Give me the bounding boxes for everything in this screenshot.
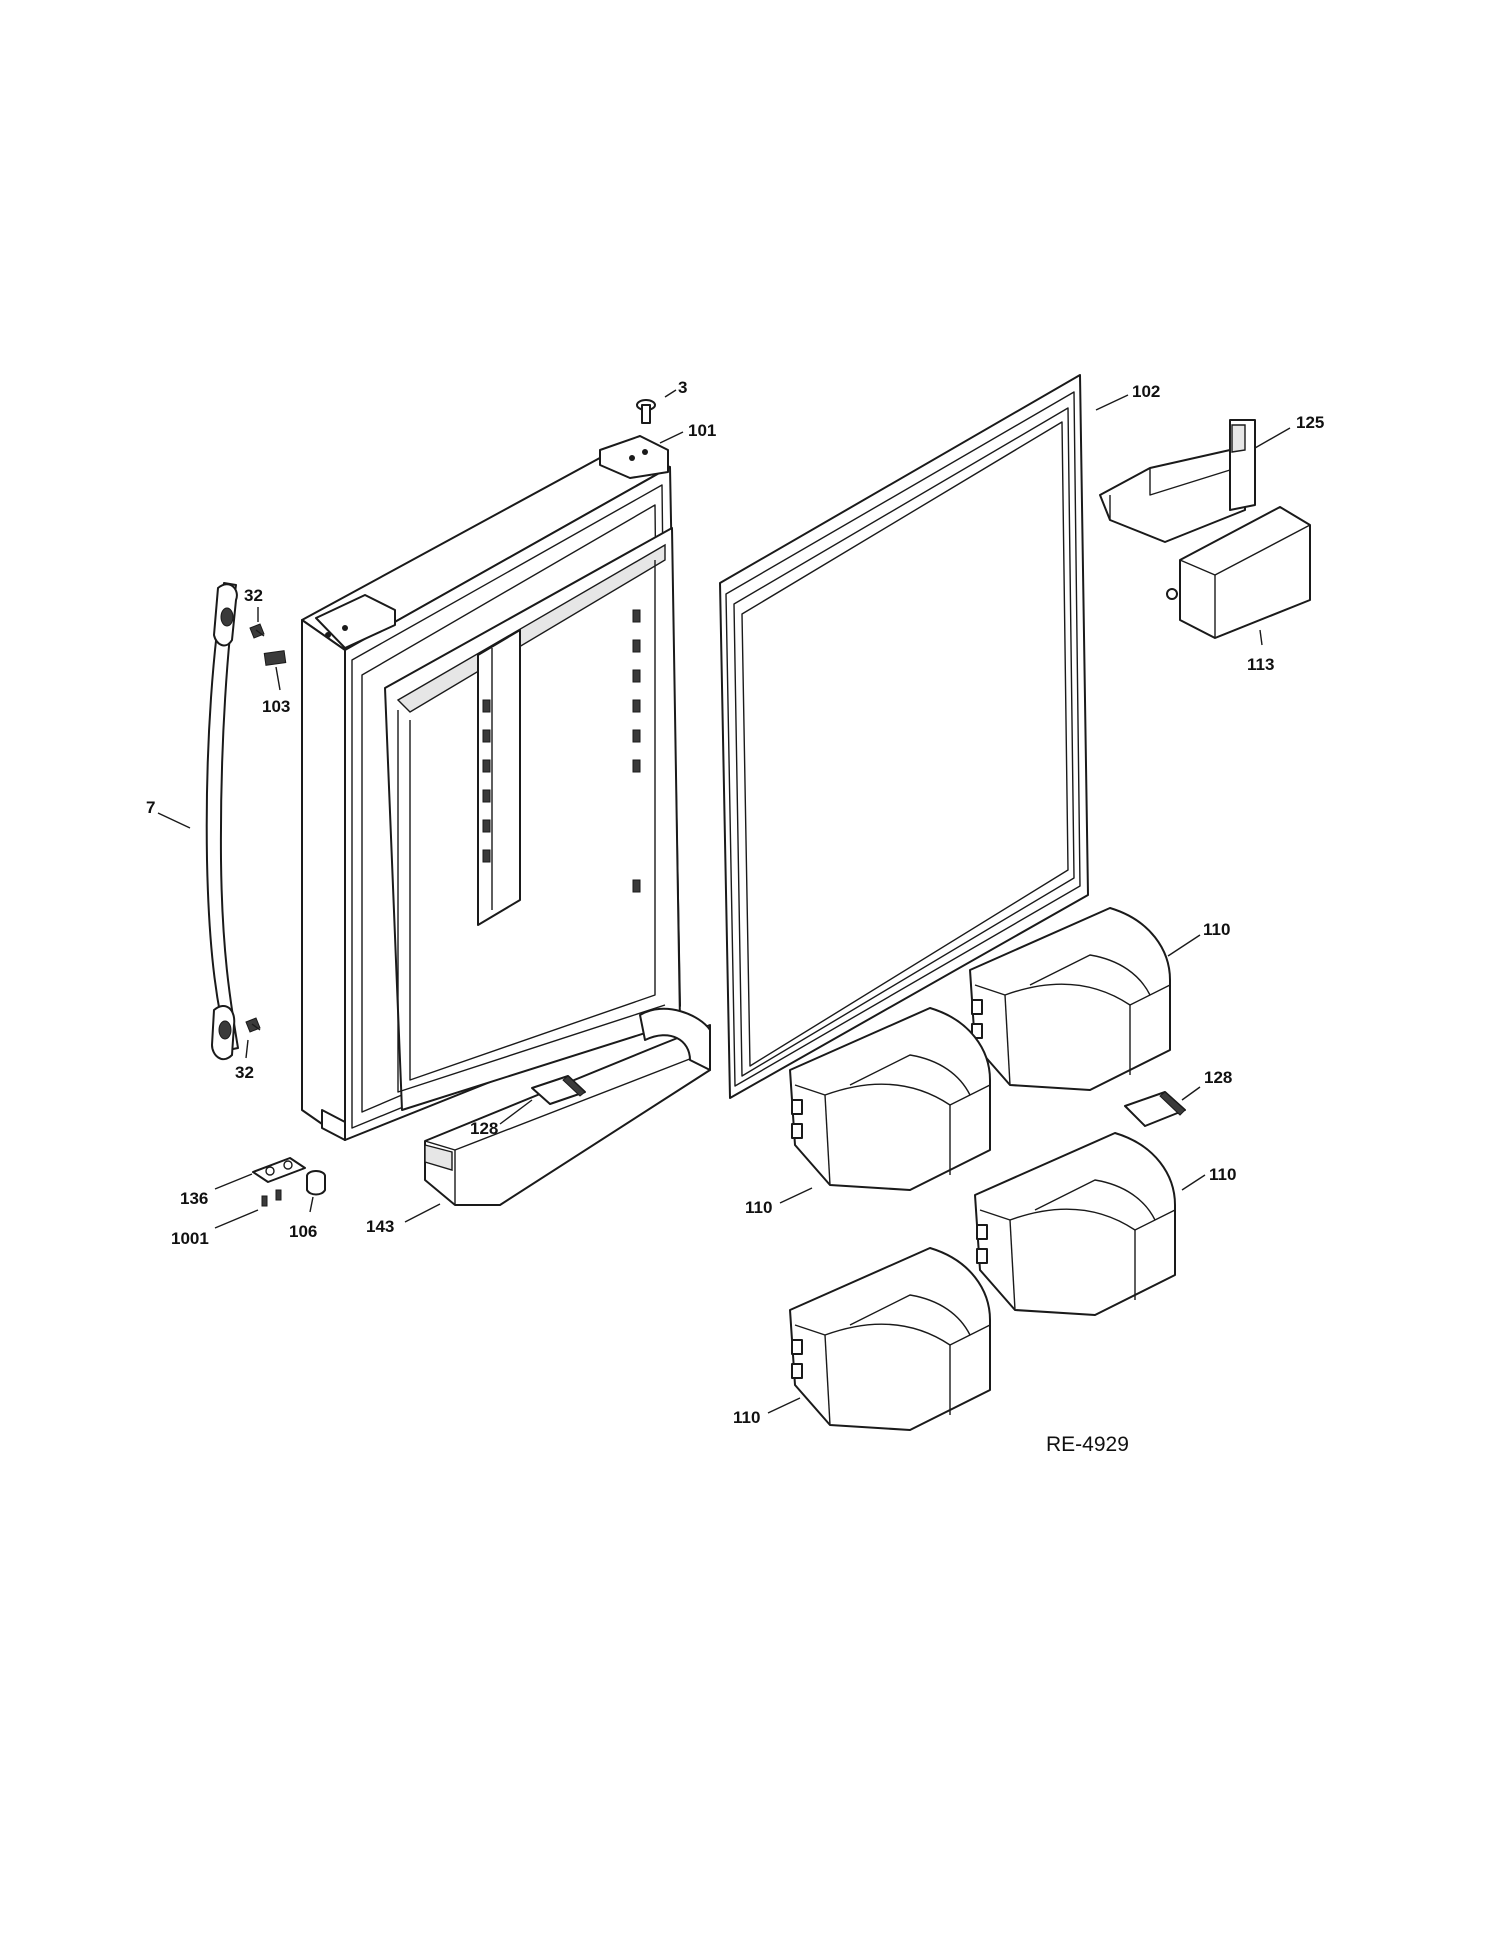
shelf-clip-right <box>1124 1091 1186 1127</box>
bottom-door-shelf <box>424 1007 711 1206</box>
butter-bin <box>1099 419 1256 543</box>
callout-32-top: 32 <box>244 586 263 605</box>
callout-128-right: 128 <box>1204 1068 1232 1087</box>
callout-7: 7 <box>146 798 155 817</box>
door-bin-a <box>969 907 1171 1091</box>
callout-110-c: 110 <box>745 1198 772 1217</box>
door-gasket <box>719 374 1089 1099</box>
leader-lines <box>157 389 1291 1414</box>
door-handle <box>205 582 239 1061</box>
callout-143: 143 <box>366 1217 394 1236</box>
callout-110-b: 110 <box>1209 1165 1236 1184</box>
callout-136: 136 <box>180 1189 208 1208</box>
callout-113: 113 <box>1247 655 1274 674</box>
door-bin-d <box>789 1247 991 1431</box>
callout-1001: 1001 <box>171 1229 209 1248</box>
handle-screw-top <box>249 623 265 639</box>
diagram-reference-id: RE-4929 <box>1046 1433 1129 1456</box>
door-bin-b <box>789 1007 991 1191</box>
door-stop-bushing <box>306 1170 326 1196</box>
callout-32-bottom: 32 <box>235 1063 254 1082</box>
callout-110-d: 110 <box>733 1408 760 1427</box>
plug-button <box>263 650 287 666</box>
callout-110-a: 110 <box>1203 920 1230 939</box>
callout-101: 101 <box>688 421 716 440</box>
callout-106: 106 <box>289 1222 317 1241</box>
callout-103: 103 <box>262 697 290 716</box>
door-bin-c <box>974 1132 1176 1316</box>
refrigerator-door <box>301 435 681 1141</box>
callout-125: 125 <box>1296 413 1324 432</box>
callout-3: 3 <box>678 378 687 397</box>
callout-128-left: 128 <box>470 1119 498 1138</box>
shelf-clip-left <box>531 1075 586 1105</box>
hinge-pin <box>636 399 656 424</box>
hinge-plate <box>252 1157 306 1183</box>
callout-102: 102 <box>1132 382 1160 401</box>
hinge-screws <box>261 1189 282 1207</box>
butter-bin-lid <box>1166 506 1311 639</box>
handle-screw-bottom <box>245 1017 261 1033</box>
